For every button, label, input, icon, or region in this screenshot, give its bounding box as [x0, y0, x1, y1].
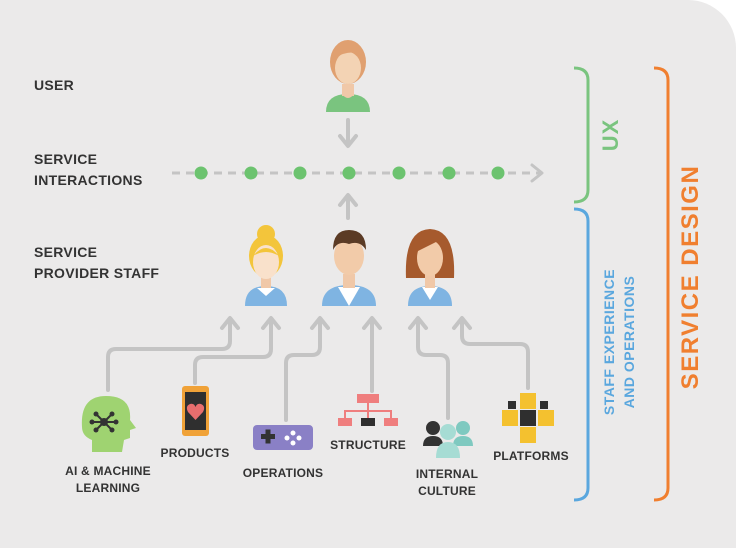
arrowhead-ai [220, 316, 240, 330]
arrowhead-products [261, 316, 281, 330]
interaction-dot [244, 166, 258, 180]
input-label-operations: OPERATIONS [233, 465, 333, 482]
input-label-line: INTERNAL [415, 467, 479, 481]
arrow-staff-up-head [338, 193, 358, 207]
arrowhead-culture [408, 316, 428, 330]
input-label-platforms: PLATFORMS [486, 448, 576, 465]
row-label-service-provider-staff: SERVICE PROVIDER STAFF [34, 242, 159, 284]
row-label-line: SERVICE [34, 244, 98, 260]
ai-head-icon [81, 396, 136, 452]
row-label-line: INTERACTIONS [34, 172, 143, 188]
flow-arrows [338, 118, 358, 220]
connector-products [193, 320, 273, 385]
people-group-icon [423, 421, 473, 458]
row-label-line: PROVIDER STAFF [34, 265, 160, 281]
user-avatar-icon [326, 40, 370, 112]
input-label-products: PRODUCTS [150, 445, 240, 462]
staff-male-icon [322, 230, 376, 306]
interaction-dot [392, 166, 406, 180]
staff-label-line: STAFF EXPERIENCE [601, 268, 617, 416]
smartphone-heart-icon [182, 386, 209, 436]
cubes-icon [502, 393, 554, 443]
input-label-ai: AI & MACHINE LEARNING [48, 463, 168, 497]
input-label-line: CULTURE [418, 484, 476, 498]
connector-ai [106, 320, 232, 392]
input-label-line: AI & MACHINE [65, 464, 151, 478]
row-label-line: SERVICE [34, 151, 98, 167]
service-design-label: SERVICE DESIGN [677, 164, 704, 390]
input-label-line: STRUCTURE [330, 438, 406, 452]
interaction-dot [491, 166, 505, 180]
input-connectors [106, 316, 530, 422]
staff-label-line: AND OPERATIONS [621, 275, 637, 409]
gamepad-icon [253, 425, 313, 450]
interaction-dot [293, 166, 307, 180]
interaction-dot [194, 166, 208, 180]
input-label-culture: INTERNAL CULTURE [407, 466, 487, 500]
connector-culture [416, 320, 450, 420]
row-label-user: USER [34, 75, 74, 96]
arrowhead-operations [310, 316, 330, 330]
staff-bracket [573, 207, 590, 502]
row-label-service-interactions: SERVICE INTERACTIONS [34, 149, 143, 191]
timeline-arrowhead [530, 163, 544, 183]
input-label-line: OPERATIONS [242, 466, 324, 480]
arrow-user-down-head [338, 134, 358, 148]
connector-operations [284, 320, 322, 422]
interaction-dot [342, 166, 356, 180]
ux-bracket [573, 66, 590, 204]
ux-label: UX [598, 118, 623, 152]
staff-female-bun-icon [245, 225, 287, 306]
input-label-line: LEARNING [75, 481, 141, 495]
input-label-line: PRODUCTS [160, 446, 230, 460]
arrowhead-structure [362, 316, 382, 330]
staff-female-long-hair-icon [405, 229, 455, 306]
org-chart-icon [338, 394, 398, 426]
input-label-line: PLATFORMS [493, 449, 569, 463]
interaction-dot [442, 166, 456, 180]
row-label-user-text: USER [34, 77, 75, 93]
service-design-bracket [653, 66, 670, 502]
input-label-structure: STRUCTURE [320, 437, 416, 454]
arrowhead-platforms [452, 316, 472, 330]
staff-experience-label: STAFF EXPERIENCE AND OPERATIONS [599, 269, 639, 415]
interactions-timeline [172, 163, 544, 183]
connector-platforms [460, 320, 530, 390]
